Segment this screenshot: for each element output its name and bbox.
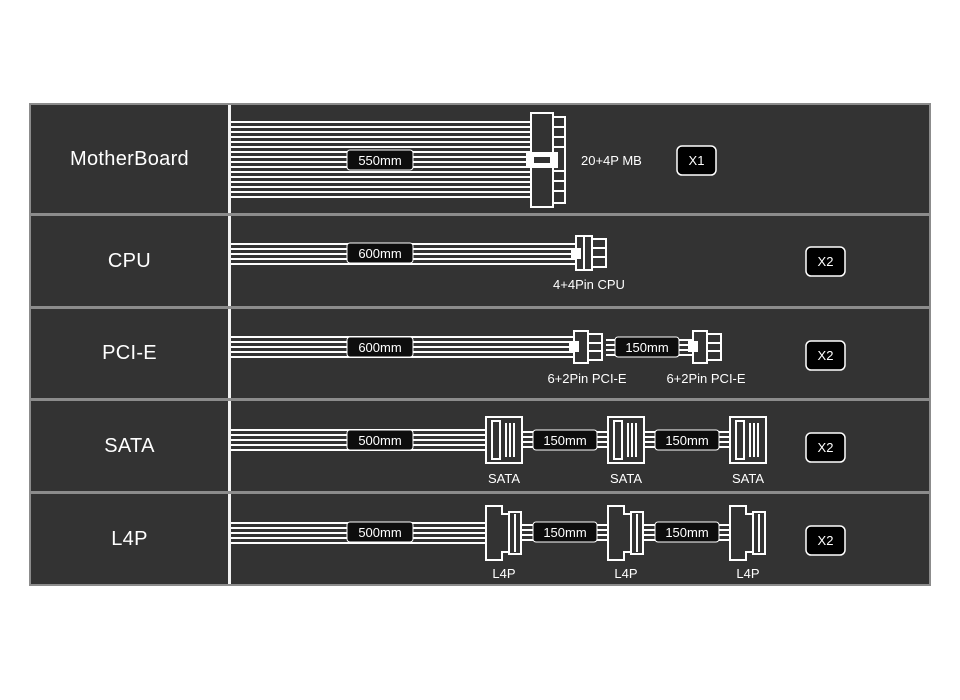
- motherboard-cable-diagram: 550mm 20+4P MB X1: [231, 112, 717, 208]
- row-label-motherboard: MotherBoard: [70, 147, 189, 170]
- segment-length-label: 150mm: [625, 340, 668, 355]
- connector-label: L4P: [614, 566, 637, 581]
- pcie-8pin-connector-icon: [688, 330, 722, 364]
- quantity-label: X2: [818, 254, 834, 269]
- row-l4p: L4P 500mm 150mm 150mm: [31, 494, 929, 584]
- quantity-badge: X2: [805, 340, 846, 371]
- cpu-8pin-connector-icon: [571, 235, 607, 271]
- connector-label: 20+4P MB: [581, 153, 642, 168]
- segment-length-pill: 150mm: [532, 429, 598, 451]
- quantity-badge: X2: [805, 432, 846, 463]
- column-separator: [228, 401, 231, 491]
- cable-length-label: 550mm: [358, 153, 401, 168]
- pcie-cable-diagram: 600mm 150mm 6+2Pin PCI-E 6+2Pin PCI-E: [231, 330, 846, 386]
- length-pill: 500mm: [346, 521, 414, 543]
- connector-label: SATA: [732, 471, 764, 486]
- cable-length-label: 600mm: [358, 246, 401, 261]
- sata-connector-icon: [607, 416, 645, 464]
- cable-spec-table: MotherBoard 550mm: [29, 103, 931, 586]
- quantity-label: X2: [818, 440, 834, 455]
- row-label-pcie: PCI-E: [102, 342, 157, 364]
- sata-cable-diagram: 500mm 150mm 150mm: [231, 416, 846, 486]
- connector-label: L4P: [492, 566, 515, 581]
- segment-length-pill: 150mm: [532, 521, 598, 543]
- l4p-cable-diagram: 500mm 150mm 150mm: [231, 505, 846, 581]
- row-sata: SATA 500mm 150mm 150mm: [31, 401, 929, 491]
- segment-length-pill: 150mm: [654, 429, 720, 451]
- column-separator: [228, 494, 231, 584]
- connector-label: SATA: [488, 471, 520, 486]
- quantity-label: X1: [689, 153, 705, 168]
- segment-length-pill: 150mm: [614, 336, 680, 358]
- column-separator: [228, 309, 231, 398]
- row-cpu: CPU 600mm 4+4Pin CPU X2: [31, 216, 929, 306]
- row-label-l4p: L4P: [111, 527, 148, 550]
- molex-l4p-connector-icon: [607, 505, 644, 561]
- sata-connector-icon: [729, 416, 767, 464]
- column-separator: [228, 216, 231, 306]
- molex-l4p-connector-icon: [729, 505, 766, 561]
- row-label-sata: SATA: [104, 434, 155, 457]
- quantity-label: X2: [818, 348, 834, 363]
- connector-label: SATA: [610, 471, 642, 486]
- connector-label: L4P: [736, 566, 759, 581]
- cpu-cable-diagram: 600mm 4+4Pin CPU X2: [231, 235, 846, 292]
- column-separator: [228, 105, 231, 213]
- segment-length-label: 150mm: [665, 433, 708, 448]
- row-label-cpu: CPU: [107, 249, 152, 272]
- cable-length-label: 500mm: [358, 433, 401, 448]
- 24pin-mb-connector-icon: [526, 112, 566, 208]
- cable-length-label: 600mm: [358, 340, 401, 355]
- row-motherboard: MotherBoard 550mm: [31, 105, 929, 213]
- length-pill: 600mm: [346, 242, 414, 264]
- segment-length-pill: 150mm: [654, 521, 720, 543]
- pcie-8pin-connector-icon: [569, 330, 603, 364]
- quantity-badge: X1: [676, 145, 717, 176]
- sata-connector-icon: [485, 416, 523, 464]
- row-pcie: PCI-E 600mm 150mm: [31, 309, 929, 398]
- connector-label: 4+4Pin CPU: [553, 277, 625, 292]
- cable-length-label: 500mm: [358, 525, 401, 540]
- quantity-label: X2: [818, 533, 834, 548]
- length-pill: 500mm: [346, 429, 414, 451]
- connector-label: 6+2Pin PCI-E: [666, 371, 745, 386]
- quantity-badge: X2: [805, 246, 846, 277]
- segment-length-label: 150mm: [543, 433, 586, 448]
- segment-length-label: 150mm: [543, 525, 586, 540]
- length-pill: 600mm: [346, 336, 414, 358]
- connector-label: 6+2Pin PCI-E: [547, 371, 626, 386]
- segment-length-label: 150mm: [665, 525, 708, 540]
- length-pill: 550mm: [346, 149, 414, 171]
- molex-l4p-connector-icon: [485, 505, 522, 561]
- quantity-badge: X2: [805, 525, 846, 556]
